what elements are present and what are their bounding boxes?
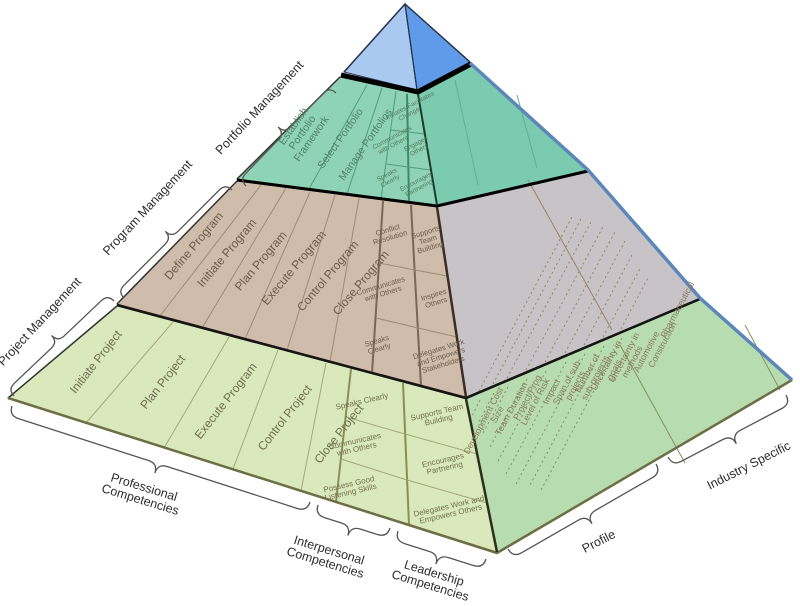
program-right-leaders (478, 179, 650, 392)
brace-professional (10, 405, 311, 510)
pyramid-faces (7, 2, 793, 553)
right-silhouette-edge (468, 61, 794, 382)
brace-portfolio-management (242, 89, 337, 187)
brace-project-management (10, 297, 115, 397)
brace-leadership (396, 530, 487, 567)
tier-band-apex (340, 61, 473, 95)
bottom-edge (7, 378, 793, 555)
program-front-edge (435, 206, 468, 398)
braces (10, 89, 789, 567)
brace-industry-specific (667, 394, 789, 464)
brace-profile (507, 463, 659, 556)
apex-right-edge (404, 3, 471, 63)
project-front-edge (464, 398, 499, 553)
portfolio-face-grid (308, 84, 432, 203)
tier-band-portfolio (236, 169, 589, 208)
pyramid-edges (7, 3, 794, 555)
brace-program-management (120, 186, 233, 299)
tier-band-program (116, 297, 701, 400)
project-right-leaders (470, 324, 781, 493)
project-face-grid (85, 321, 488, 526)
apex-front-edge (404, 3, 418, 91)
left-silhouette-edge (343, 3, 406, 73)
program-face-grid (159, 184, 458, 387)
portfolio-front-edge (417, 93, 438, 206)
brace-interpersonal (316, 504, 391, 536)
